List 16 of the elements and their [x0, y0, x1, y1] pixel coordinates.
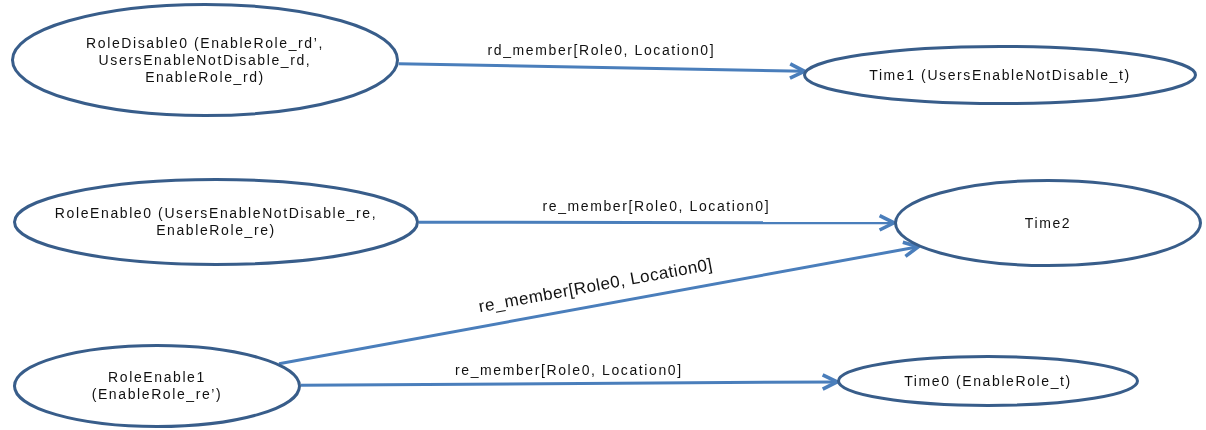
- node-label: Time1 (UsersEnableNotDisable_t): [868, 66, 1132, 84]
- ellipse-node: [894, 179, 1202, 267]
- ellipse-node: [837, 355, 1139, 407]
- node-label: Time2: [1023, 214, 1073, 232]
- arrow: [419, 213, 896, 232]
- arrow: [300, 373, 839, 391]
- node-label: RoleEnable0 (UsersEnableNotDisable_re, EnableRole_re): [53, 205, 379, 239]
- ellipse-node: [11, 3, 399, 117]
- node-label: RoleDisable0 (EnableRole_rd’, UsersEnableNotDisable_rd, EnableRole_rd): [85, 34, 325, 86]
- ellipse-node: [13, 178, 419, 266]
- node-label: Time0 (EnableRole_t): [903, 372, 1073, 390]
- arrow: [398, 62, 807, 81]
- ellipse-node: [803, 45, 1197, 105]
- arrow: [278, 240, 921, 366]
- node-label: RoleEnable1 (EnableRole_re’): [90, 369, 224, 403]
- ellipse-node: [13, 344, 301, 428]
